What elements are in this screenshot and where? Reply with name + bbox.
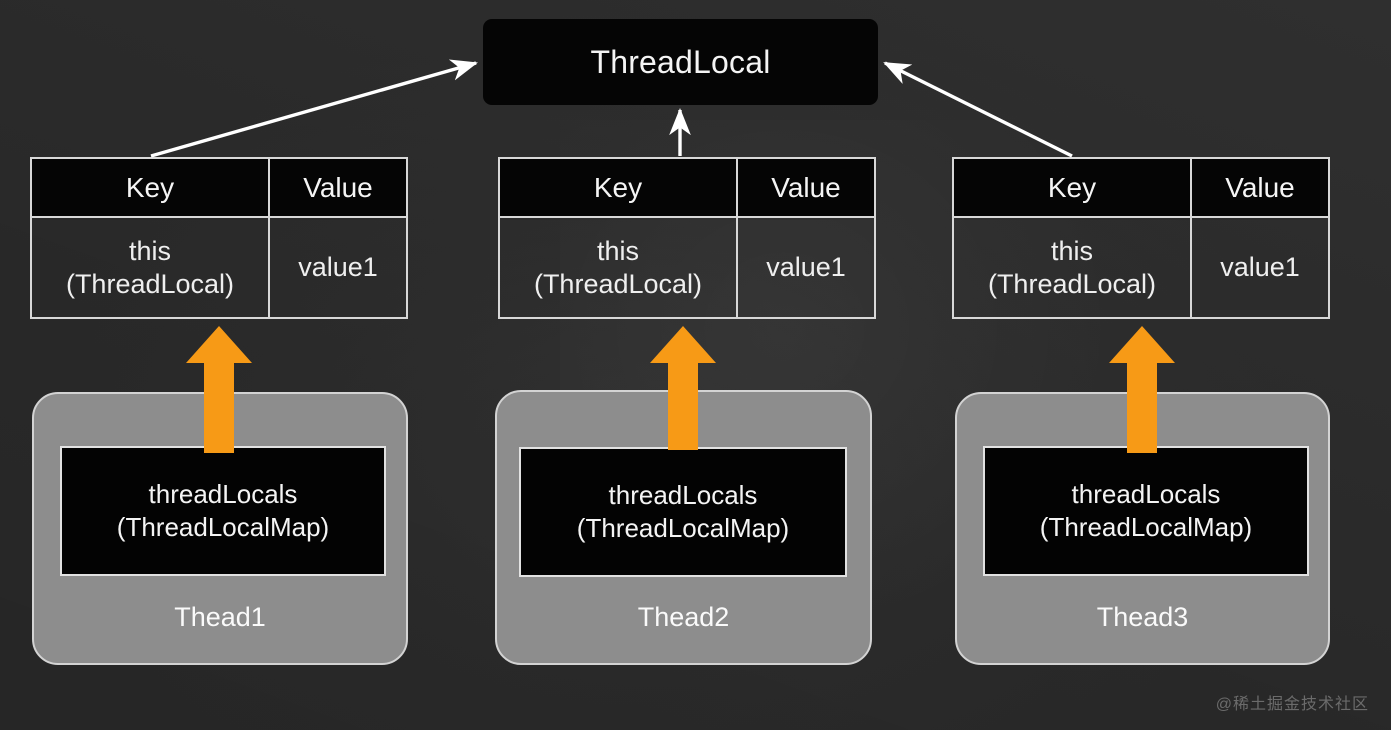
entry-table-header-row: Key Value bbox=[32, 159, 406, 218]
threadlocalmap-label-line2: (ThreadLocalMap) bbox=[576, 513, 790, 543]
threadlocalmap-label-line2: (ThreadLocalMap) bbox=[116, 512, 330, 542]
threadlocalmap-box-1: threadLocals (ThreadLocalMap) bbox=[60, 446, 386, 576]
header-cell-key: Key bbox=[954, 159, 1192, 216]
threadlocalmap-label-line1: threadLocals bbox=[608, 479, 758, 510]
entry-table-thread3: Key Value this (ThreadLocal) value1 bbox=[952, 157, 1330, 319]
entry-table-thread2: Key Value this (ThreadLocal) value1 bbox=[498, 157, 876, 319]
entry-table-header-row: Key Value bbox=[500, 159, 874, 218]
threadlocalmap-label-line2: (ThreadLocalMap) bbox=[1039, 512, 1253, 542]
threadlocal-node-label: ThreadLocal bbox=[590, 43, 771, 80]
thread-box-3: threadLocals (ThreadLocalMap) Thead3 bbox=[955, 392, 1330, 665]
threadlocalmap-box-3: threadLocals (ThreadLocalMap) bbox=[983, 446, 1309, 576]
thread-name-label-3: Thead3 bbox=[1096, 602, 1189, 632]
header-cell-key: Key bbox=[500, 159, 738, 216]
entry-cell-key: this (ThreadLocal) bbox=[954, 218, 1192, 317]
threadlocalmap-label-line1: threadLocals bbox=[148, 478, 298, 509]
entry-cell-key: this (ThreadLocal) bbox=[500, 218, 738, 317]
entry-table-body-row: this (ThreadLocal) value1 bbox=[500, 218, 874, 317]
thread-box-1: threadLocals (ThreadLocalMap) Thead1 bbox=[32, 392, 408, 665]
entry-cell-value: value1 bbox=[1220, 252, 1300, 282]
entry-cell-key: this (ThreadLocal) bbox=[32, 218, 270, 317]
entry-cell-value: value1 bbox=[766, 252, 846, 282]
entry-table-body-row: this (ThreadLocal) value1 bbox=[32, 218, 406, 317]
thread-box-2: threadLocals (ThreadLocalMap) Thead2 bbox=[495, 390, 872, 665]
header-cell-value: Value bbox=[771, 171, 841, 203]
header-cell-key: Key bbox=[32, 159, 270, 216]
entry-table-thread1: Key Value this (ThreadLocal) value1 bbox=[30, 157, 408, 319]
threadlocalmap-box-2: threadLocals (ThreadLocalMap) bbox=[519, 447, 847, 577]
threadlocal-node: ThreadLocal bbox=[483, 19, 878, 105]
entry-table-header-row: Key Value bbox=[954, 159, 1328, 218]
reference-arrow-thread1 bbox=[150, 59, 478, 158]
thread-name-label-1: Thead1 bbox=[174, 602, 266, 632]
header-cell-value: Value bbox=[1225, 171, 1295, 203]
watermark-text: @稀土掘金技术社区 bbox=[1215, 696, 1369, 713]
reference-arrow-thread3 bbox=[883, 61, 1073, 158]
entry-cell-value: value1 bbox=[298, 252, 378, 282]
entry-table-body-row: this (ThreadLocal) value1 bbox=[954, 218, 1328, 317]
threadlocalmap-label-line1: threadLocals bbox=[1071, 478, 1221, 509]
thread-name-label-2: Thead2 bbox=[637, 602, 730, 632]
header-cell-value: Value bbox=[303, 171, 373, 203]
